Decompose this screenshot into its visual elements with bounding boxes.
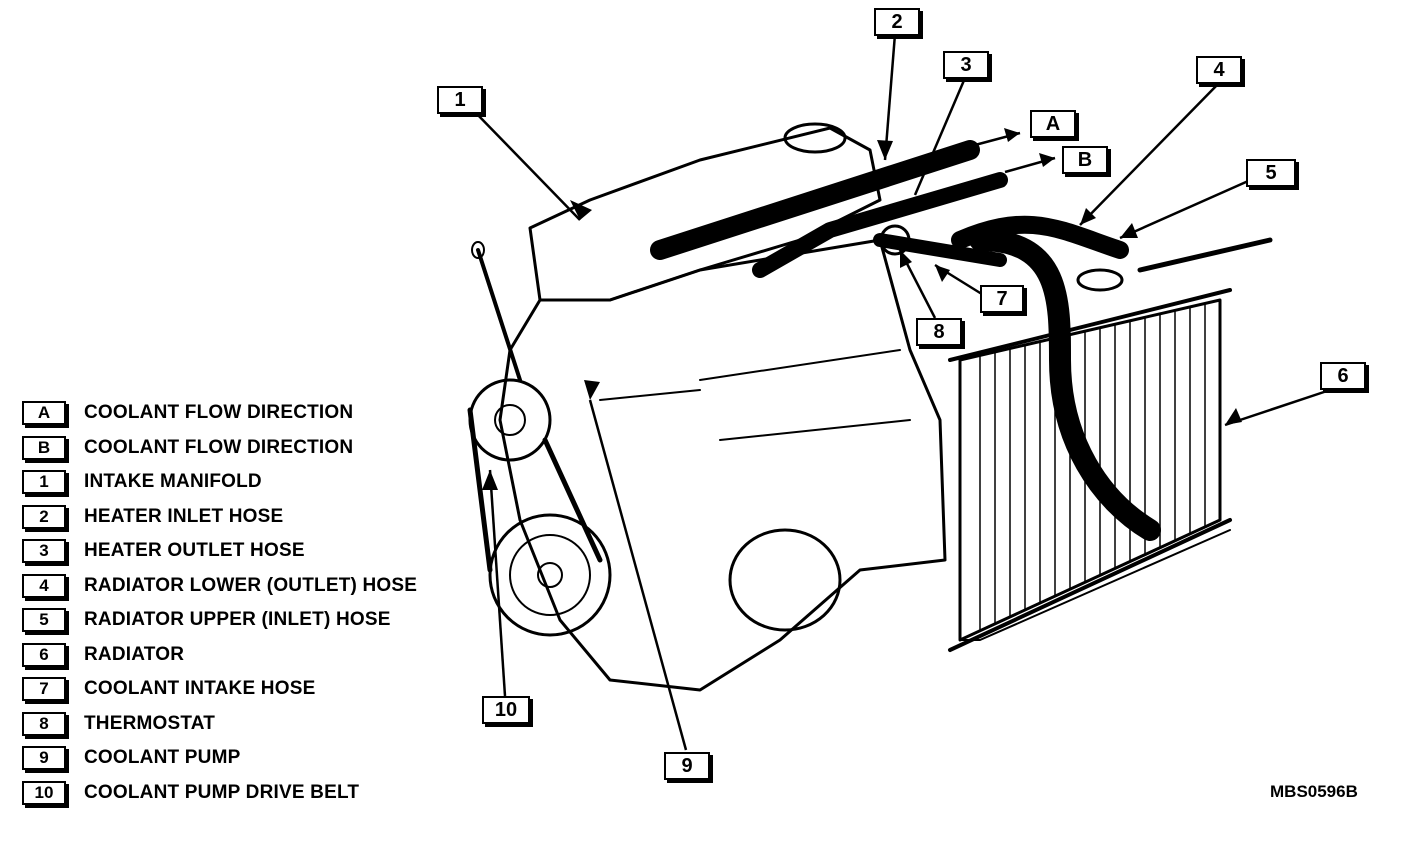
figure-id: MBS0596B [1270, 782, 1358, 801]
callout-1: 1 [437, 86, 483, 114]
dipstick [476, 248, 522, 382]
legend-row: B COOLANT FLOW DIRECTION [22, 431, 482, 466]
callout-7: 7 [980, 285, 1024, 313]
legend-key: 3 [22, 539, 66, 564]
legend-row: 8 THERMOSTAT [22, 707, 482, 742]
overflow-tube [1137, 237, 1273, 273]
legend-row: 10 COOLANT PUMP DRIVE BELT [22, 776, 482, 811]
callout-8: 8 [916, 318, 962, 346]
legend-label: HEATER OUTLET HOSE [84, 540, 305, 562]
legend-key: 5 [22, 608, 66, 633]
heater-inlet-hose [650, 140, 980, 260]
legend-row: 6 RADIATOR [22, 638, 482, 673]
legend-key: 7 [22, 677, 66, 702]
legend-key: 8 [22, 711, 66, 736]
legend-label: COOLANT FLOW DIRECTION [84, 402, 354, 424]
legend-row: 1 INTAKE MANIFOLD [22, 465, 482, 500]
callout-2: 2 [874, 8, 920, 36]
legend-key: B [22, 435, 66, 460]
legend-row: 4 RADIATOR LOWER (OUTLET) HOSE [22, 569, 482, 604]
legend-label: RADIATOR UPPER (INLET) HOSE [84, 609, 391, 631]
callout-10: 10 [482, 696, 530, 724]
legend-key: 2 [22, 504, 66, 529]
legend-label: RADIATOR [84, 643, 185, 665]
radiator-core [958, 298, 1222, 642]
legend-label: THERMOSTAT [84, 712, 216, 734]
callout-4: 4 [1196, 56, 1242, 84]
legend-key: 10 [22, 780, 66, 805]
engine-block [498, 238, 947, 692]
callout-3: 3 [943, 51, 989, 79]
oil-filler-cap [783, 122, 847, 154]
legend-label: COOLANT INTAKE HOSE [84, 678, 316, 700]
legend-key: 1 [22, 470, 66, 495]
crank-pulley [488, 513, 612, 637]
legend-row: 2 HEATER INLET HOSE [22, 500, 482, 535]
legend-label: INTAKE MANIFOLD [84, 471, 262, 493]
legend-key: 6 [22, 642, 66, 667]
drive-belt [467, 407, 603, 573]
legend-row: A COOLANT FLOW DIRECTION [22, 396, 482, 431]
legend-label: COOLANT FLOW DIRECTION [84, 436, 354, 458]
legend-row: 5 RADIATOR UPPER (INLET) HOSE [22, 603, 482, 638]
callout-9: 9 [664, 752, 710, 780]
legend-row: 3 HEATER OUTLET HOSE [22, 534, 482, 569]
thermostat-housing [879, 224, 911, 256]
legend: A COOLANT FLOW DIRECTION B COOLANT FLOW … [22, 396, 482, 810]
callout-6: 6 [1320, 362, 1366, 390]
callout-5: 5 [1246, 159, 1296, 187]
oil-filter [728, 528, 842, 632]
legend-label: RADIATOR LOWER (OUTLET) HOSE [84, 574, 418, 596]
arrowheads [482, 128, 1242, 490]
pump-pulley [468, 378, 552, 462]
callout-b: B [1062, 146, 1108, 174]
radiator-cap [1076, 268, 1124, 292]
legend-key: A [22, 401, 66, 426]
coolant-intake-hose [873, 233, 1007, 267]
legend-label: COOLANT PUMP DRIVE BELT [84, 781, 360, 803]
callout-a: A [1030, 110, 1076, 138]
leader-lines [474, 33, 1331, 751]
radiator-lower-hose [969, 229, 1161, 541]
legend-label: COOLANT PUMP [84, 747, 241, 769]
legend-label: HEATER INLET HOSE [84, 505, 284, 527]
legend-row: 7 COOLANT INTAKE HOSE [22, 672, 482, 707]
heater-outlet-hose [752, 172, 1008, 278]
legend-key: 4 [22, 573, 66, 598]
legend-key: 9 [22, 746, 66, 771]
legend-row: 9 COOLANT PUMP [22, 741, 482, 776]
radiator-fins [979, 303, 1206, 630]
